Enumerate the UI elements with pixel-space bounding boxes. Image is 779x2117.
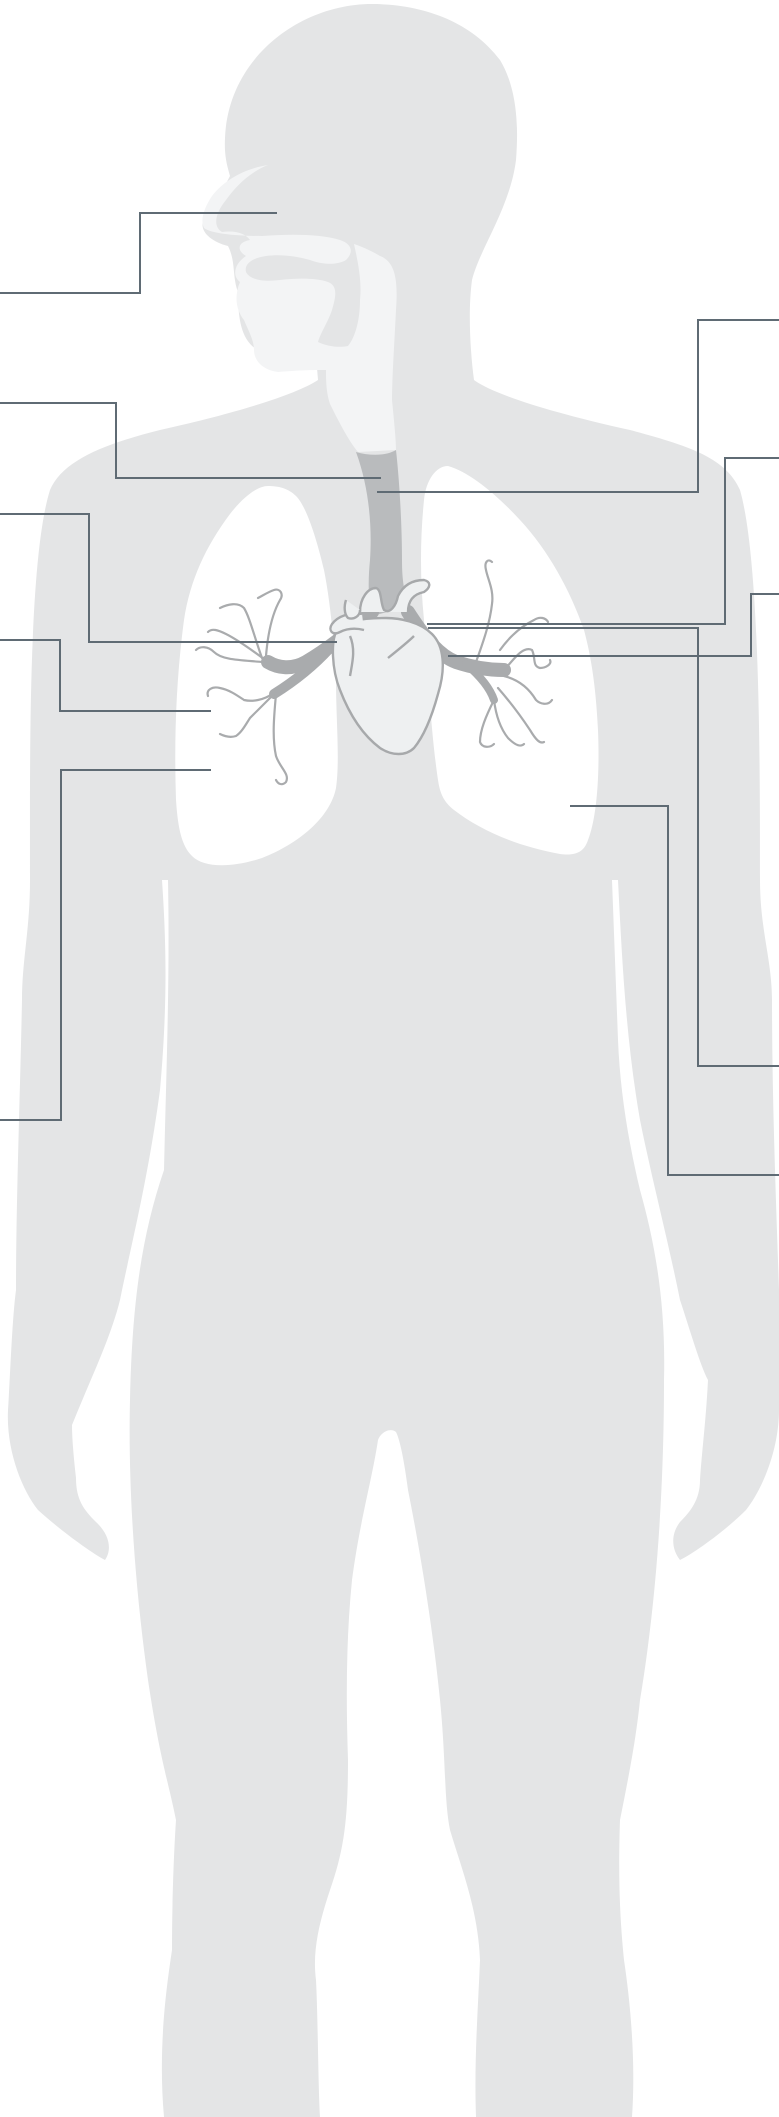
anatomy-diagram [0,0,779,2117]
anatomy-svg [0,0,779,2117]
